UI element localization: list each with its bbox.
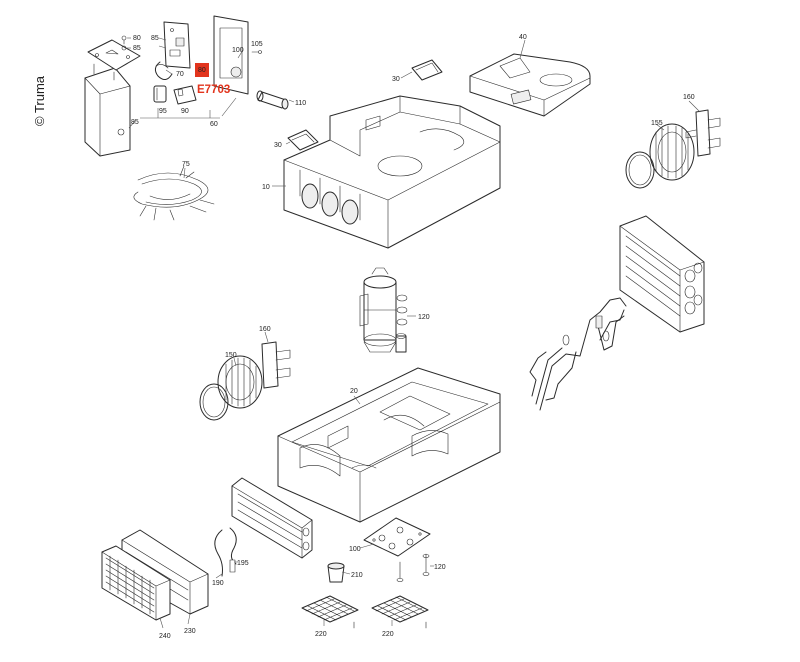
- refrigerant-pipes: [529, 297, 627, 411]
- label-85: 85: [133, 45, 141, 52]
- copyright-text: © Truma: [32, 75, 47, 126]
- connector-90: [173, 85, 197, 105]
- fan-ring-155: [625, 151, 655, 189]
- fan-wheel-150: [217, 355, 263, 409]
- label-220: 220: [382, 631, 394, 638]
- part-number-labels: 80 85 85 85 70 95 90 60 100 105 110 40 3…: [131, 34, 695, 640]
- filter-cylinder-110: [256, 90, 289, 110]
- label-105: 105: [251, 41, 263, 48]
- label-150: 150: [225, 352, 237, 359]
- label-100: 100: [232, 47, 244, 54]
- highlight-callout: 80 E7703: [195, 63, 230, 96]
- filter-mesh-220-right: [371, 595, 429, 629]
- fan-bracket-160-mid: [261, 341, 291, 389]
- relay-95: [153, 85, 167, 103]
- label-30: 30: [274, 142, 282, 149]
- label-40: 40: [519, 34, 527, 41]
- base-pan: [277, 367, 501, 523]
- display-panel: [213, 15, 262, 95]
- compressor-mounts-120: [395, 294, 408, 353]
- wiring-harness: [133, 165, 215, 221]
- highlight-code: E7703: [197, 84, 230, 96]
- label-100: 100: [349, 546, 361, 553]
- fan-ring-150: [199, 383, 229, 421]
- label-30: 30: [392, 76, 400, 83]
- control-box-cover: [84, 67, 131, 157]
- label-195: 195: [237, 560, 249, 567]
- label-160: 160: [683, 94, 695, 101]
- mounting-plate: [87, 39, 141, 81]
- label-20: 20: [350, 388, 358, 395]
- label-90: 90: [181, 108, 189, 115]
- label-160: 160: [259, 326, 271, 333]
- filter-mesh-220-left: [301, 595, 359, 629]
- label-120: 120: [418, 314, 430, 321]
- cable-clip-70: [154, 61, 173, 80]
- control-board: [163, 21, 191, 69]
- label-95: 95: [159, 108, 167, 115]
- label-190: 190: [212, 580, 224, 587]
- screws-80-85: [121, 35, 131, 51]
- label-85: 85: [151, 35, 159, 42]
- label-210: 210: [351, 572, 363, 579]
- upper-housing: [283, 95, 501, 249]
- condenser-coil: [619, 215, 705, 333]
- label-120: 120: [434, 564, 446, 571]
- compressor: [359, 267, 397, 353]
- highlight-box-label: 80: [198, 67, 206, 74]
- fan-bracket-160-top: [685, 109, 721, 157]
- leader-lines: [128, 37, 701, 629]
- label-220: 220: [315, 631, 327, 638]
- label-10: 10: [262, 184, 270, 191]
- label-155: 155: [651, 120, 663, 127]
- label-230: 230: [184, 628, 196, 635]
- seal-pad-30-lower: [287, 129, 319, 151]
- top-cover: [469, 53, 591, 117]
- intake-grille-240: [101, 545, 171, 621]
- seal-pad-30-upper: [411, 59, 443, 81]
- foot-210: [327, 562, 345, 583]
- label-240: 240: [159, 633, 171, 640]
- evaporator-coil: [231, 477, 313, 559]
- capillary-tube: [214, 527, 237, 577]
- fan-wheel-155: [649, 123, 695, 181]
- screws-120-bottom: [396, 553, 430, 582]
- label-110: 110: [295, 100, 306, 107]
- label-80: 80: [133, 35, 141, 42]
- label-85: 85: [131, 119, 139, 126]
- label-60: 60: [210, 121, 218, 128]
- label-70: 70: [176, 71, 184, 78]
- label-75: 75: [182, 161, 190, 168]
- mounting-plate-100: [363, 517, 431, 557]
